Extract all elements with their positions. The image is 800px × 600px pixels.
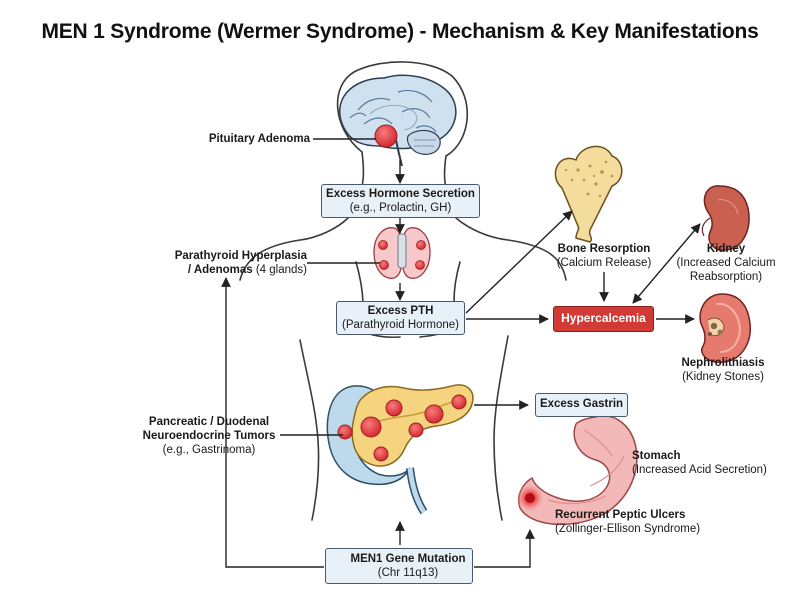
page-title: MEN 1 Syndrome (Wermer Syndrome) - Mecha… — [41, 20, 759, 43]
pancreatic-tumors-label: Pancreatic / Duodenal Neuroendocrine Tum… — [142, 416, 276, 456]
excess-pth-title: Excess PTH — [367, 305, 434, 317]
kidney-illustration — [701, 185, 750, 251]
nephrolithiasis-label: Nephrolithiasis (Kidney Stones) — [681, 357, 765, 383]
excess-pth-detail: (Parathyroid Hormone) — [342, 319, 459, 331]
hypercalcemia-box: Hypercalcemia — [553, 306, 654, 332]
excess-pth-box: Excess PTH (Parathyroid Hormone) — [336, 301, 465, 335]
excess-hormone-title: Excess Hormone Secretion — [326, 188, 475, 200]
stomach-label: Stomach (Increased Acid Secretion) — [632, 450, 767, 476]
kidney-cross-section-illustration — [699, 293, 751, 364]
men1-mutation-title: MEN1 Gene Mutation — [350, 553, 466, 565]
men1-gene-mutation-box: MEN1 Gene Mutation (Chr 11q13) — [325, 548, 473, 584]
kidney-label: Kidney (Increased Calcium Reabsorption) — [676, 243, 776, 283]
peptic-ulcers-label: Recurrent Peptic Ulcers (Zollinger-Ellis… — [555, 509, 701, 535]
excess-gastrin-box: Excess Gastrin — [535, 393, 628, 417]
body-outline — [239, 61, 567, 521]
bone-illustration — [554, 145, 623, 243]
stomach-illustration — [516, 415, 638, 526]
excess-hormone-detail: (e.g., Prolactin, GH) — [349, 202, 452, 214]
brain-illustration — [338, 74, 457, 167]
men1-mutation-detail: (Chr 11q13) — [377, 567, 439, 579]
excess-hormone-secretion-box: Excess Hormone Secretion (e.g., Prolacti… — [321, 184, 480, 218]
pancreas-illustration — [326, 384, 474, 515]
bone-resorption-label: Bone Resorption (Calcium Release) — [556, 243, 652, 269]
parathyroid-label: Parathyroid Hyperplasia / Adenomas (4 gl… — [174, 250, 307, 276]
connector-arrows — [221, 138, 701, 568]
thyroid-illustration — [373, 227, 431, 279]
pituitary-adenoma-label: Pituitary Adenoma — [208, 133, 310, 145]
